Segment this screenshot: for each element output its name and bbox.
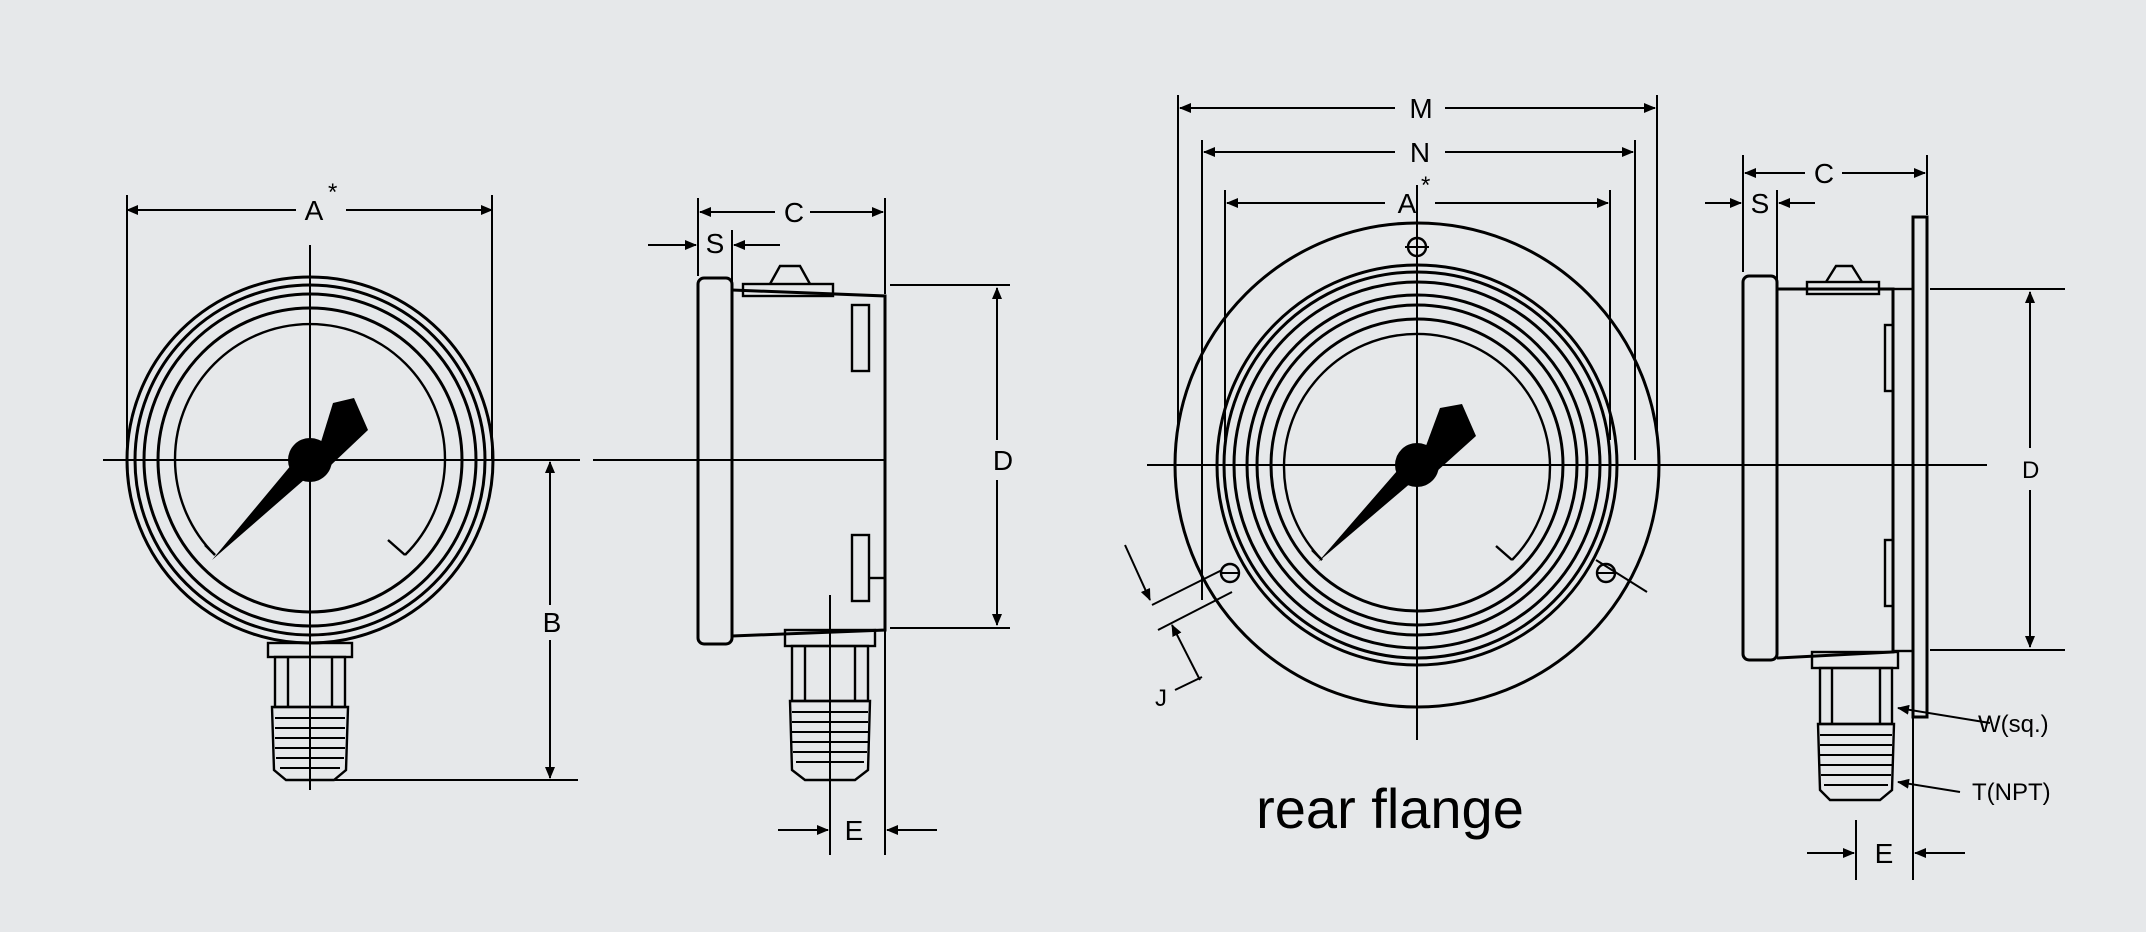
flange-dim-j-label: J	[1155, 685, 1167, 712]
flange-side-w-label: W(sq.)	[1978, 711, 2049, 738]
side-view-gauge: C S D E	[593, 197, 1013, 855]
side-dim-d-label: D	[993, 445, 1013, 476]
flange-dim-a-star: *	[1421, 172, 1430, 199]
flange-side-dim-e-label: E	[1875, 838, 1894, 869]
flange-dim-n-label: N	[1410, 137, 1430, 168]
flange-side-dim-c-label: C	[1814, 158, 1834, 189]
front-dim-a-label: A	[305, 195, 324, 226]
front-dim-b-label: B	[543, 607, 562, 638]
side-dim-s-label: S	[706, 228, 725, 259]
flange-side-dim-s-label: S	[1751, 188, 1770, 219]
side-dim-e-label: E	[845, 815, 864, 846]
flange-side-dim-d-label: D	[2022, 457, 2039, 484]
rear-flange-caption: rear flange	[1256, 777, 1524, 840]
flange-dim-m-label: M	[1409, 93, 1432, 124]
flange-dim-a-label: A	[1398, 188, 1417, 219]
front-dim-a-star: *	[328, 179, 337, 206]
flange-side-view: C S D W(sq.) T(NPT) E	[1705, 155, 2065, 880]
flange-side-t-label: T(NPT)	[1972, 779, 2051, 806]
side-dim-c-label: C	[784, 197, 804, 228]
front-view-gauge: A * B	[103, 179, 580, 790]
flange-front-view: M N A *	[1124, 93, 1987, 840]
